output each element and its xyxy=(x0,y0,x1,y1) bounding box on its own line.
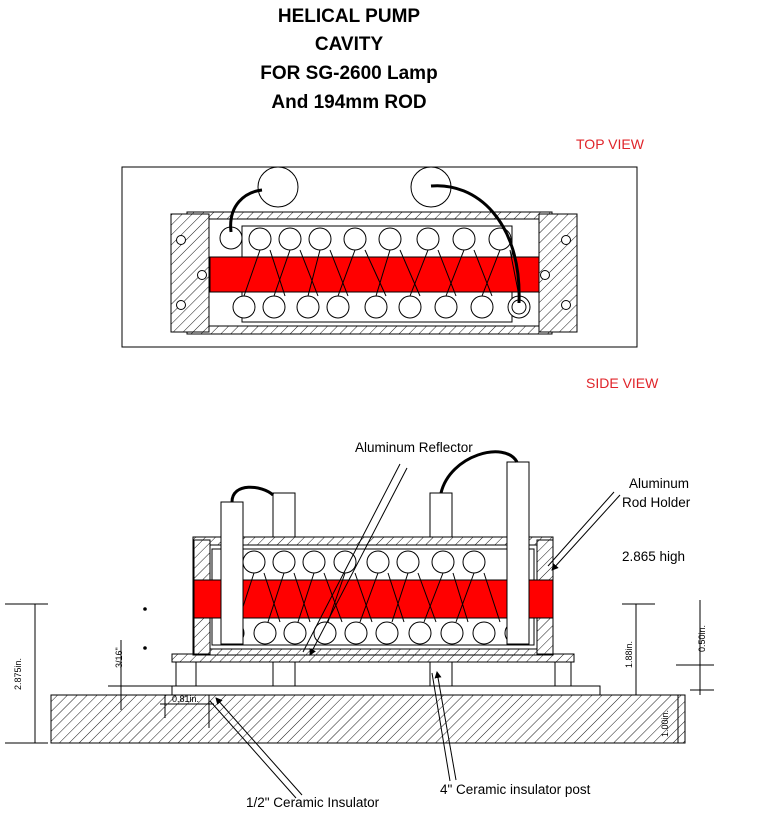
rod-holder-leader xyxy=(551,494,621,571)
dimensions: 2.875in. 3/16" 0.81in. 1.88in. 0.50in. 1… xyxy=(5,600,714,744)
side-helix-windings xyxy=(237,572,501,623)
title-line-2: CAVITY xyxy=(315,34,384,55)
rod-holder-callout-line-1: Aluminum xyxy=(629,476,689,491)
insulator-callout-label: 1/2" Ceramic Insulator xyxy=(246,795,380,810)
side-insulator-plate xyxy=(171,685,601,696)
side-left-terminal xyxy=(272,492,296,538)
side-view-label: SIDE VIEW xyxy=(586,375,659,391)
side-left-lamp-electrode xyxy=(220,501,244,645)
top-view-frame xyxy=(121,166,638,348)
side-base-plate xyxy=(50,694,686,744)
top-right-lead-wire xyxy=(430,184,521,304)
dim-gap: 0.81in. xyxy=(172,694,199,704)
top-left-bolt-3 xyxy=(176,300,186,310)
top-left-bolt-1 xyxy=(176,235,186,245)
top-laser-rod xyxy=(209,256,540,293)
top-right-bolt-2 xyxy=(540,270,550,280)
reflector-leader xyxy=(309,467,408,656)
top-view-label: TOP VIEW xyxy=(576,136,645,152)
side-right-lead-wire xyxy=(439,450,519,494)
dim-half-inch: 0.50in. xyxy=(697,625,707,652)
side-post-left xyxy=(175,661,197,687)
top-helix-windings xyxy=(243,249,520,297)
dim-rod-height: 1.88in. xyxy=(624,641,634,668)
callouts: Aluminum Reflector Aluminum Rod Holder 2… xyxy=(209,440,691,810)
top-left-lead-wire xyxy=(229,188,263,233)
insulator-leader xyxy=(215,697,303,796)
side-right-terminal xyxy=(429,492,453,538)
title-line-4: And 194mm ROD xyxy=(271,92,426,113)
reflector-callout-label: Aluminum Reflector xyxy=(355,440,473,455)
side-view xyxy=(50,450,686,744)
top-left-bolt-2 xyxy=(197,270,207,280)
side-post-2 xyxy=(272,661,296,687)
top-left-terminal xyxy=(257,166,299,208)
post-leader xyxy=(434,671,457,781)
top-right-bolt-3 xyxy=(561,300,571,310)
top-helix-lower-row xyxy=(232,295,531,319)
title-block: HELICAL PUMP CAVITY FOR SG-2600 Lamp And… xyxy=(260,6,437,113)
side-left-lead-wire xyxy=(230,485,275,503)
dim-base: 1.00in. xyxy=(660,710,670,737)
top-view xyxy=(121,166,638,348)
dim-overall-height: 2.875in. xyxy=(13,658,23,690)
title-line-3: FOR SG-2600 Lamp xyxy=(260,63,437,84)
top-right-bolt-1 xyxy=(561,235,571,245)
rod-holder-callout-line-2: Rod Holder xyxy=(622,495,691,510)
title-line-1: HELICAL PUMP xyxy=(278,6,420,27)
height-note: 2.865 high xyxy=(622,549,685,564)
side-post-right xyxy=(554,661,572,687)
dim-three-sixteenths: 3/16" xyxy=(114,647,124,668)
post-callout-label: 4" Ceramic insulator post xyxy=(440,782,591,797)
side-right-lamp-electrode xyxy=(506,461,530,645)
